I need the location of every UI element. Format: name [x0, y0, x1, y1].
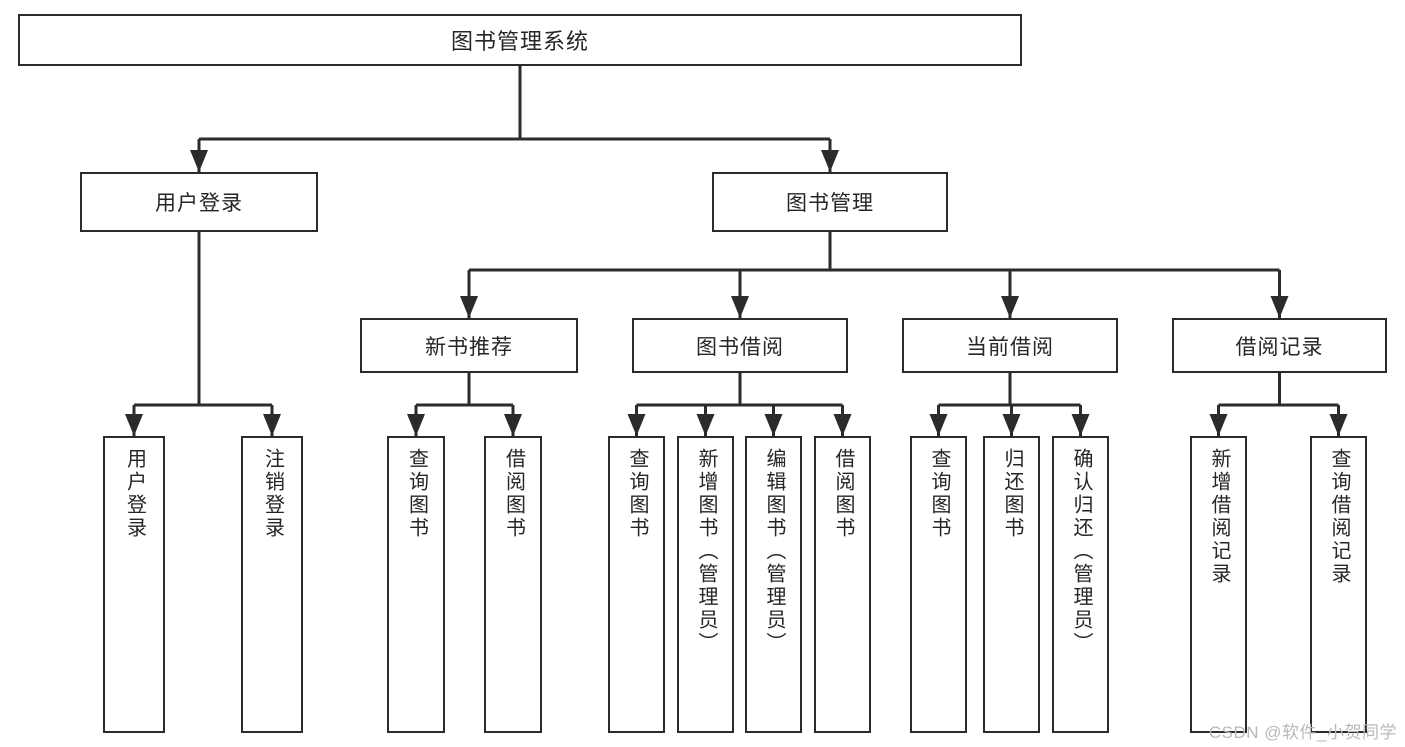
connector-arrowhead [504, 414, 522, 436]
node-leaf-borrow-book-2[interactable]: 借阅图书 [814, 436, 871, 733]
connector-arrowhead [821, 150, 839, 172]
node-label: 注销登录 [261, 448, 284, 540]
connector-arrowhead [696, 414, 715, 436]
node-leaf-confirm-return[interactable]: 确认归还（管理员） [1052, 436, 1109, 733]
node-label: 借阅图书 [502, 448, 525, 540]
node-label: 借阅记录 [1235, 335, 1324, 359]
node-leaf-query-book-1[interactable]: 查询图书 [387, 436, 445, 733]
connector-arrowhead [1270, 296, 1289, 318]
node-label: 用户登录 [155, 192, 243, 215]
connector-arrowhead [929, 414, 948, 436]
node-label: 图书管理系统 [450, 29, 589, 54]
node-leaf-user-login[interactable]: 用户登录 [103, 436, 165, 733]
connector-arrowhead [1329, 414, 1348, 436]
node-label: 新增借阅记录 [1208, 448, 1230, 586]
connector-arrowhead [627, 414, 646, 436]
node-new-book-rec[interactable]: 新书推荐 [360, 318, 578, 373]
node-leaf-add-book[interactable]: 新增图书（管理员） [677, 436, 734, 733]
connector-arrowhead [125, 414, 143, 436]
node-borrow-record[interactable]: 借阅记录 [1172, 318, 1387, 373]
node-current-borrow[interactable]: 当前借阅 [902, 318, 1118, 373]
node-leaf-query-record[interactable]: 查询借阅记录 [1310, 436, 1367, 733]
node-label: 确认归还（管理员） [1070, 448, 1092, 655]
node-label: 图书管理 [786, 192, 874, 215]
connector-arrowhead [1071, 414, 1090, 436]
node-leaf-borrow-book-1[interactable]: 借阅图书 [484, 436, 542, 733]
node-label: 归还图书 [1001, 448, 1023, 540]
connector-arrowhead [460, 296, 478, 318]
node-user-login[interactable]: 用户登录 [80, 172, 318, 232]
node-label: 查询图书 [405, 448, 428, 540]
watermark-label: CSDN @软件_小贺同学 [1208, 723, 1397, 742]
connector-arrowhead [833, 414, 852, 436]
node-book-borrow[interactable]: 图书借阅 [632, 318, 848, 373]
node-leaf-query-book-2[interactable]: 查询图书 [608, 436, 665, 733]
node-root[interactable]: 图书管理系统 [18, 14, 1022, 66]
connector-arrowhead [1002, 414, 1021, 436]
connector-arrowhead [1001, 296, 1019, 318]
node-leaf-edit-book[interactable]: 编辑图书（管理员） [745, 436, 802, 733]
node-book-manage[interactable]: 图书管理 [712, 172, 948, 232]
node-label: 用户登录 [123, 448, 146, 540]
node-label: 借阅图书 [832, 448, 854, 540]
node-label: 新增图书（管理员） [695, 448, 717, 655]
node-label: 图书借阅 [696, 335, 784, 359]
node-leaf-add-record[interactable]: 新增借阅记录 [1190, 436, 1247, 733]
connector-arrowhead [190, 150, 208, 172]
connector-arrowhead [731, 296, 749, 318]
node-label: 当前借阅 [966, 335, 1054, 359]
node-label: 编辑图书（管理员） [763, 448, 785, 655]
node-label: 查询图书 [928, 448, 950, 540]
node-label: 新书推荐 [425, 335, 513, 359]
connector-arrowhead [263, 414, 281, 436]
connector-arrowhead [1209, 414, 1228, 436]
connector-arrowhead [764, 414, 783, 436]
node-leaf-logout[interactable]: 注销登录 [241, 436, 303, 733]
node-label: 查询借阅记录 [1328, 448, 1350, 586]
node-leaf-query-book-3[interactable]: 查询图书 [910, 436, 967, 733]
node-leaf-return-book[interactable]: 归还图书 [983, 436, 1040, 733]
connector-arrowhead [407, 414, 425, 436]
node-label: 查询图书 [626, 448, 648, 540]
